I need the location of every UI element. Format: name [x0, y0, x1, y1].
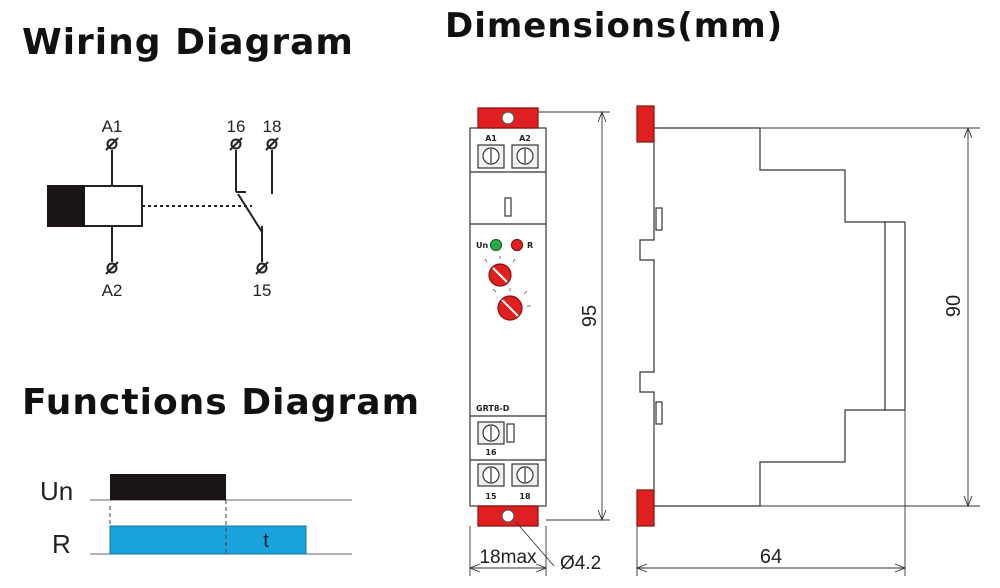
- bottom-clip-hole-icon: [501, 509, 515, 523]
- device-terminal-18: 18: [519, 492, 531, 501]
- wiring-diagram: [47, 137, 279, 275]
- width-18-label: 18max: [479, 547, 537, 568]
- arrow-left-icon: [468, 563, 481, 573]
- device-model-label: GRT8-D: [476, 404, 510, 413]
- arrow-up-icon: [963, 126, 973, 139]
- arrow-down-icon: [597, 509, 607, 522]
- side-dimensions: [635, 126, 980, 576]
- bottom-label-slot: [506, 423, 515, 443]
- side-bottom-clip: [636, 489, 655, 527]
- terminal-a2-slash: [105, 261, 119, 275]
- depth-64-label: 64: [760, 546, 782, 568]
- side-latch-bottom: [655, 401, 663, 425]
- r-on-bar: [109, 525, 307, 555]
- side-rail-profile: [639, 142, 655, 490]
- device-terminal-a1: A1: [485, 134, 497, 143]
- arrow-right-icon: [894, 563, 907, 573]
- hole-diameter-label: Ø4.2: [560, 553, 601, 574]
- device-side-view: [636, 105, 906, 527]
- terminal-18-label: 18: [263, 117, 282, 136]
- signal-r-label: R: [52, 529, 71, 559]
- terminal-16-slash: [229, 137, 243, 151]
- coil-fill: [47, 185, 85, 227]
- functions-diagram-title: Functions Diagram: [22, 382, 421, 423]
- time-label: t: [263, 530, 269, 552]
- arrow-down-icon: [963, 495, 973, 508]
- terminal-a1-slash: [105, 137, 119, 151]
- device-front-view: [469, 107, 547, 527]
- device-terminal-15: 15: [485, 492, 497, 501]
- dimensions-title: Dimensions(mm): [445, 6, 784, 46]
- functions-diagram: Un R t: [40, 474, 352, 559]
- wiring-diagram-title: Wiring Diagram: [22, 22, 354, 63]
- top-clip-hole-icon: [501, 111, 515, 125]
- arrow-right-icon: [535, 563, 548, 573]
- un-led-icon: [489, 238, 503, 252]
- device-terminal-a2: A2: [519, 134, 531, 143]
- range-knob-slot: [492, 267, 508, 283]
- hole-leader-line: [515, 521, 555, 567]
- height-90-label: 90: [943, 295, 965, 317]
- device-terminal-16: 16: [485, 448, 497, 457]
- r-led-icon: [510, 238, 524, 252]
- arrow-up-icon: [597, 110, 607, 123]
- switch-arm: [237, 193, 263, 233]
- arrow-left-icon: [635, 563, 648, 573]
- signal-un-label: Un: [40, 476, 73, 506]
- terminal-15-slash: [255, 261, 269, 275]
- terminal-15-label: 15: [253, 281, 272, 300]
- time-knob-slot: [501, 299, 519, 317]
- terminal-18-slash: [265, 137, 279, 151]
- side-top-clip: [636, 105, 655, 143]
- height-95-label: 95: [579, 305, 601, 327]
- terminal-16-label: 16: [227, 117, 246, 136]
- side-latch-top: [655, 207, 663, 231]
- side-outline: [654, 127, 886, 507]
- front-dimensions: [468, 110, 610, 576]
- terminal-a2-label: A2: [102, 281, 123, 300]
- terminal-a1-label: A1: [102, 117, 123, 136]
- device-led-un-label: Un: [476, 241, 488, 250]
- device-led-r-label: R: [527, 241, 533, 250]
- un-on-bar: [110, 474, 226, 500]
- label-slot: [504, 197, 512, 217]
